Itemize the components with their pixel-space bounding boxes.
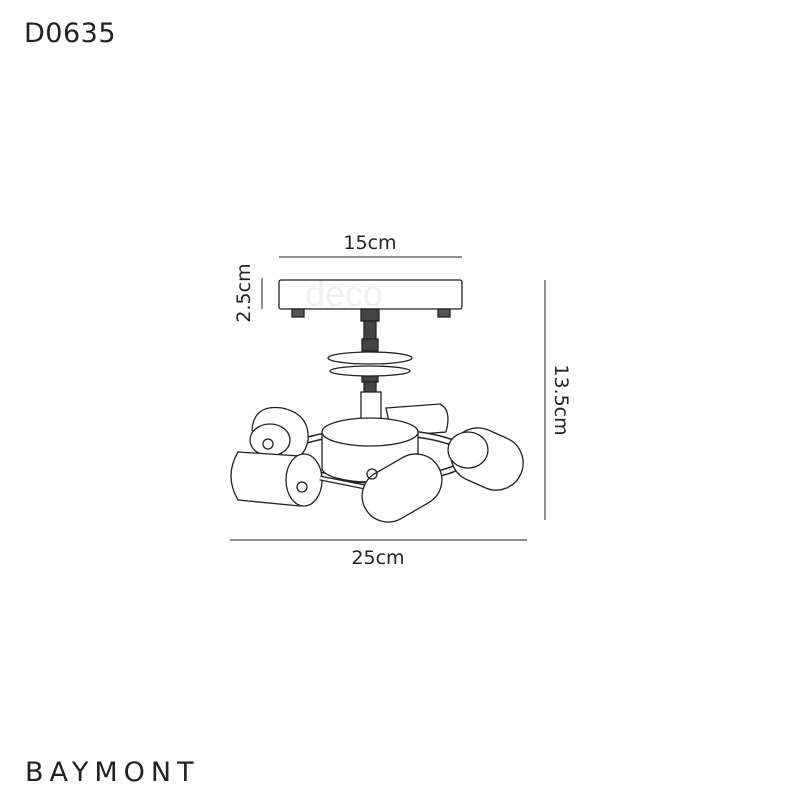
washer-lower: [329, 365, 411, 377]
plate-screw-right: [437, 308, 451, 318]
spot-left: [230, 451, 366, 507]
product-code: D0635: [24, 18, 117, 49]
watermark-logo: deco: [305, 273, 383, 314]
spot-right: [447, 427, 524, 491]
base-height-label: 2.5cm: [233, 263, 255, 322]
plate-screw-left: [291, 308, 305, 318]
washer-upper: [327, 351, 413, 365]
spot-upper-left: [249, 406, 309, 462]
top-width-label: 15cm: [343, 232, 396, 254]
total-width-label: 25cm: [351, 547, 404, 569]
spot-front: [361, 453, 443, 523]
total-height-label: 13.5cm: [550, 364, 572, 435]
threaded-rod: [360, 308, 380, 393]
brand-name: BAYMONT: [25, 757, 200, 788]
